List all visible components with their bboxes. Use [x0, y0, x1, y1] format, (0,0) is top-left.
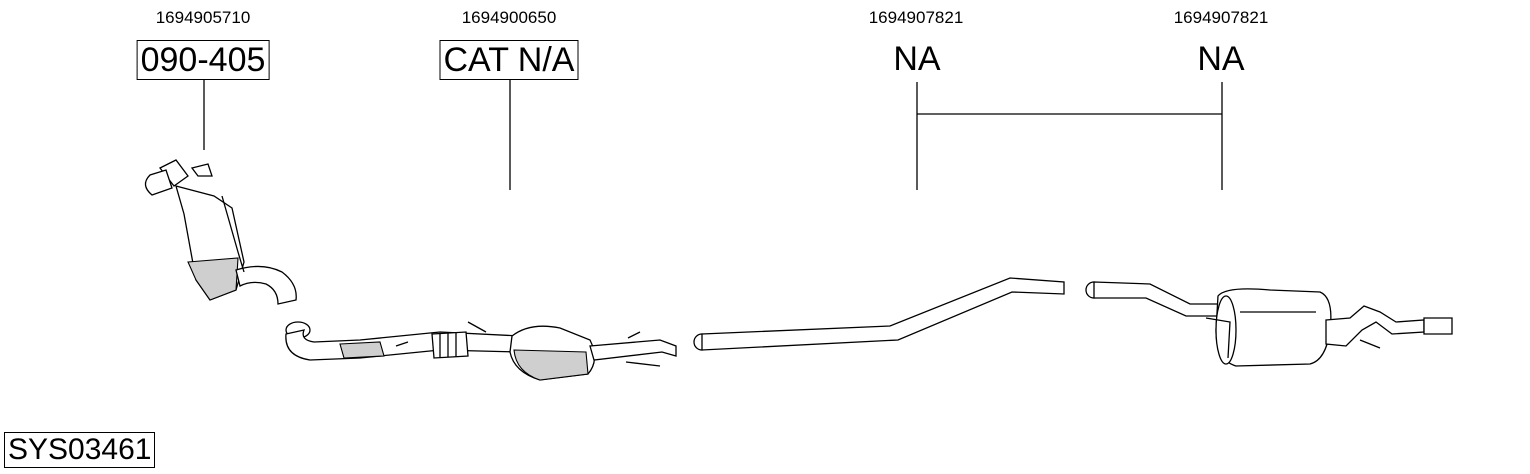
part-number-2: 1694900650	[461, 8, 557, 27]
front-pipe-flex-lines	[439, 333, 457, 357]
manifold-catalyst-shade	[187, 257, 239, 301]
part-label-1: 090-405	[136, 40, 270, 80]
front-pipe-hangers	[625, 331, 661, 367]
part-label-3: NA	[893, 40, 941, 78]
front-pipe-shield	[339, 341, 385, 359]
rear-silencer-end-cap	[1215, 295, 1237, 365]
manifold-catalyst-part	[144, 159, 297, 305]
intermediate-pipe-part	[693, 277, 1065, 351]
part-label-4: NA	[1197, 40, 1245, 78]
front-pipe-sensor	[467, 321, 487, 333]
part-number-1: 1694905710	[155, 8, 251, 27]
front-pipe-flex-section	[431, 331, 469, 359]
rear-silencer-part	[1085, 281, 1453, 367]
rear-silencer-bracket	[1205, 311, 1316, 359]
front-pipe-outlet	[589, 339, 677, 361]
system-code-label: SYS03461	[4, 432, 156, 468]
front-pipe-catalyst-part	[285, 321, 677, 381]
front-pipe-tube	[285, 329, 521, 361]
manifold-heat-shield-edge	[221, 195, 245, 273]
intermediate-pipe-tube	[701, 277, 1065, 351]
manifold-inlet	[144, 169, 173, 196]
manifold-outlet-bend	[235, 265, 297, 305]
front-pipe-clamp	[395, 341, 409, 347]
catalyst-shade	[513, 349, 589, 381]
part-label-2: CAT N/A	[439, 40, 579, 80]
part-number-3: 1694907821	[868, 8, 964, 27]
rear-silencer-tailpipe	[1325, 305, 1425, 347]
rear-silencer-tip	[1423, 317, 1453, 335]
rear-pipe-tube	[1093, 281, 1223, 317]
leader-lines	[203, 80, 1223, 190]
manifold-bracket	[190, 163, 213, 177]
rear-silencer-hanger	[1359, 339, 1381, 349]
part-number-4: 1694907821	[1173, 8, 1269, 27]
